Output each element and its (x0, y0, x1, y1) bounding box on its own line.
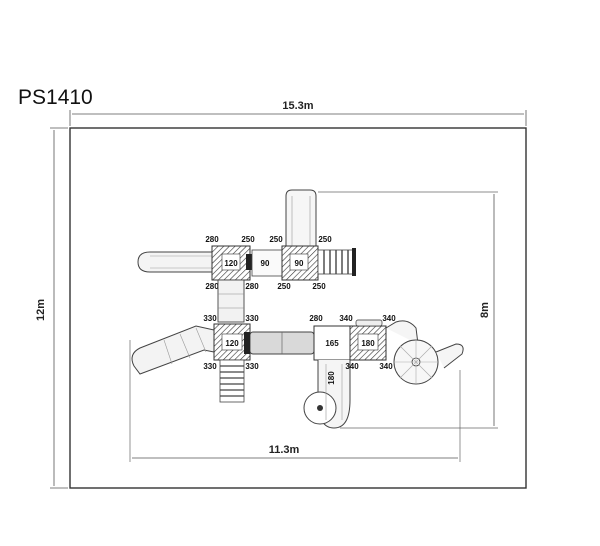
post-height-label: 330 (245, 362, 259, 371)
post-height-label: 280 (309, 314, 323, 323)
upper-tube-slide (137, 251, 212, 273)
inner-width-dimension (129, 340, 461, 462)
outer-width-label: 15.3m (282, 100, 313, 112)
post-height-label: 280 (245, 282, 259, 291)
inner-height-dimension (318, 191, 498, 429)
lower-spiral-slide (385, 320, 464, 385)
lower-deck-left-label: 120 (225, 339, 239, 348)
product-title: PS1410 (18, 86, 93, 109)
inner-height-label: 8m (479, 302, 491, 318)
lower-slide-label: 180 (327, 371, 336, 385)
lower-deck-mid-label: 165 (325, 339, 339, 348)
lower-deck-right-label: 180 (361, 339, 375, 348)
outer-boundary (69, 127, 527, 489)
post-height-label: 340 (339, 314, 353, 323)
post-height-label: 340 (379, 362, 393, 371)
post-height-label: 250 (312, 282, 326, 291)
outer-width-dimension (69, 110, 527, 126)
post-height-label: 340 (345, 362, 359, 371)
upper-bridge-label: 90 (261, 259, 270, 268)
lower-stairs (219, 359, 245, 403)
lower-curved-slide (131, 325, 215, 375)
post-height-label: 280 (205, 235, 219, 244)
post-height-label: 280 (205, 282, 219, 291)
outer-height-dimension (50, 127, 68, 489)
post-height-label: 330 (203, 362, 217, 371)
upper-deck-right-label: 90 (295, 259, 304, 268)
upper-straight-slide (285, 189, 317, 246)
lower-wave-slide (303, 360, 351, 429)
post-height-label: 250 (241, 235, 255, 244)
outer-height-label: 12m (35, 299, 47, 321)
post-height-label: 330 (245, 314, 259, 323)
connecting-tunnel (217, 279, 245, 323)
upper-deck-left-label: 120 (224, 259, 238, 268)
roof-bar (355, 319, 383, 327)
inner-width-label: 11.3m (269, 444, 300, 456)
post-height-label: 250 (318, 235, 332, 244)
post-height-label: 330 (203, 314, 217, 323)
post-height-label: 250 (269, 235, 283, 244)
post-height-label: 340 (382, 314, 396, 323)
upper-ladder (317, 248, 356, 276)
post-height-label: 250 (277, 282, 291, 291)
lower-tunnel (244, 331, 315, 355)
